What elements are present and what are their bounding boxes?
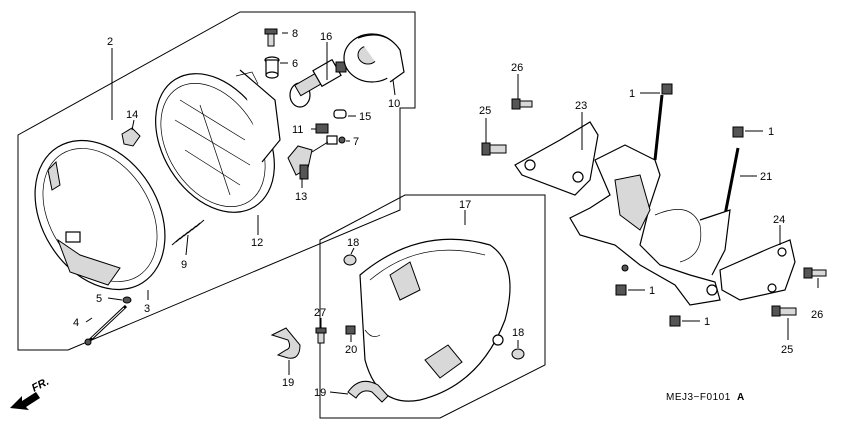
callout-19-upper: 19 [282, 377, 294, 389]
diagram-code: MEJ3−F0101 A [666, 392, 745, 403]
nut-20 [345, 325, 356, 335]
clamp-19-lower [347, 380, 389, 403]
callout-labels: 2 3 4 5 14 9 12 8 6 16 10 15 11 7 13 17 … [73, 28, 823, 399]
front-direction-marker: FR. [10, 376, 51, 410]
harness-13 [287, 141, 329, 180]
callout-21: 21 [760, 171, 772, 183]
diagram-code-suffix: A [737, 392, 745, 403]
front-arrow-icon [10, 392, 40, 410]
callout-15: 15 [359, 111, 371, 123]
rubber-18-lower [511, 348, 525, 360]
callout-26-upper: 26 [511, 62, 523, 74]
headlight-case [359, 238, 511, 402]
headlight-case-group-outline [319, 194, 546, 419]
callout-17: 17 [459, 199, 471, 211]
callout-8: 8 [292, 28, 298, 40]
callout-4: 4 [73, 317, 79, 329]
callout-6: 6 [292, 58, 298, 70]
headlight-group-outline [17, 11, 416, 351]
fitting-7 [326, 135, 346, 145]
screw-4 [84, 304, 128, 346]
socket-11 [315, 123, 329, 134]
bulb-16 [289, 58, 347, 108]
callout-25-upper: 25 [479, 105, 491, 117]
screw-8 [264, 28, 278, 47]
clip-14 [121, 127, 141, 147]
screw-27 [315, 327, 327, 344]
bolt-1-lower [669, 315, 681, 327]
callout-5: 5 [96, 293, 102, 305]
leader-lines [85, 32, 819, 395]
bolt-25-upper [481, 142, 507, 156]
bolt-26-lower [803, 267, 827, 279]
diagram-code-main: MEJ3−F0101 [666, 392, 731, 403]
callout-1-mid: 1 [649, 285, 655, 297]
callout-13: 13 [295, 191, 307, 203]
callout-18-upper: 18 [347, 237, 359, 249]
callout-1-lower: 1 [704, 316, 710, 328]
clamp-19-upper [270, 327, 301, 359]
dust-cover-10 [343, 33, 405, 83]
callout-1-right: 1 [768, 126, 774, 138]
headlight-rim-ring [34, 139, 166, 291]
headlight-stay-21 [569, 94, 740, 306]
nut-5 [122, 296, 132, 304]
callout-27: 27 [314, 307, 326, 319]
bracket-23 [514, 121, 599, 196]
callout-25-lower: 25 [781, 344, 793, 356]
callout-11: 11 [292, 124, 303, 136]
callout-24: 24 [773, 214, 785, 226]
callout-16: 16 [320, 31, 332, 43]
callout-2: 2 [107, 36, 113, 48]
callout-23: 23 [575, 100, 587, 112]
bulb-15 [333, 109, 347, 119]
callout-26-lower: 26 [811, 309, 823, 321]
callout-18-lower: 18 [512, 327, 524, 339]
collar-6 [264, 56, 280, 79]
bolt-26-upper [511, 98, 533, 110]
callout-10: 10 [388, 98, 400, 110]
spring-9 [171, 219, 205, 246]
headlight-lens [155, 69, 281, 213]
callout-9: 9 [181, 259, 187, 271]
callout-1-top: 1 [629, 88, 635, 100]
rubber-18-upper [343, 254, 357, 266]
callout-12: 12 [251, 237, 263, 249]
callout-19-lower: 19 [314, 387, 326, 399]
bracket-24 [719, 239, 796, 301]
bolt-25-lower [771, 305, 797, 317]
callout-7: 7 [353, 136, 359, 148]
callout-3: 3 [144, 303, 150, 315]
front-label: FR. [30, 376, 51, 395]
bolt-1-top [661, 83, 673, 95]
bolt-1-mid [615, 284, 627, 296]
callout-14: 14 [126, 109, 138, 121]
callout-20: 20 [345, 344, 357, 356]
bolt-1-right [732, 126, 744, 138]
